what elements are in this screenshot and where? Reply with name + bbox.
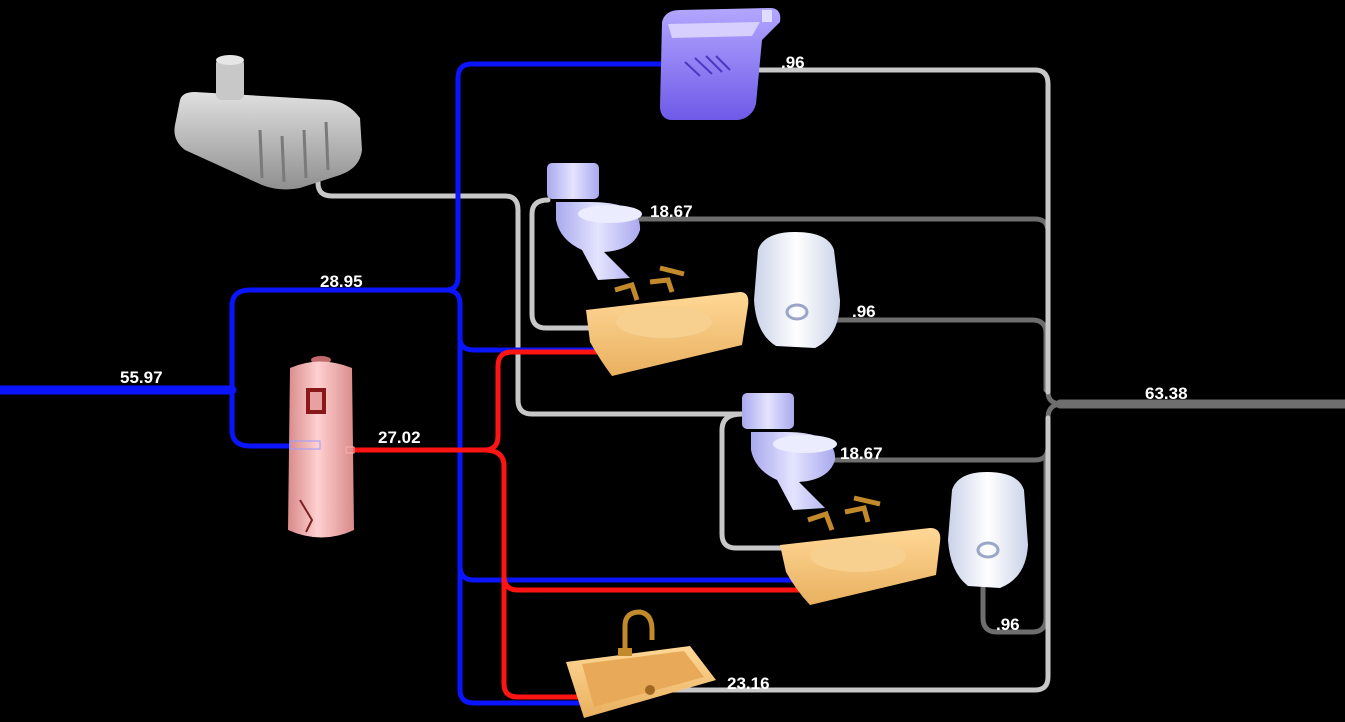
bathroom-sink-icon [780,495,941,605]
urinal-1-flow-label: .96 [852,302,876,321]
waste-pipe-urinal-2 [980,457,1049,635]
cold-pipe-branch [229,61,665,393]
toilet-icon [547,163,642,280]
urinal-icon [754,232,840,348]
rainwater-toilet-1-pipe [529,197,628,331]
toilet-1-flow-label: 18.67 [650,202,693,221]
urinal-2-flow-label: .96 [996,615,1020,634]
cold-pipe-kitchen [457,563,591,706]
drain-total-label: 63.38 [1145,384,1188,403]
cold-branch-label: 28.95 [320,272,363,291]
water-heater-icon [288,356,355,538]
toilet-2-flow-label: 18.67 [840,444,883,463]
hot-pipe-bath-sink-2 [481,447,813,593]
fountain-waste-pipe [745,67,1051,395]
kitchen-sink-icon [566,609,716,718]
supply-total-label: 55.97 [120,368,163,387]
urinal-icon [948,472,1028,588]
rainwater-toilet-2-pipe [719,411,803,551]
fountain-flow-label: .96 [781,53,805,72]
kitchen-waste-pipe [652,415,1051,693]
bathroom-sink-icon [586,265,749,376]
rainwater-cistern-icon [174,55,362,190]
drinking-fountain-icon [660,8,781,120]
hot-pipe-kitchen [501,573,593,700]
hot-branch-label: 27.02 [378,428,421,447]
rainwater-supply-pipe [315,172,745,417]
cold-pipe-bath-sink-1 [443,287,609,353]
toilet-icon [742,393,837,510]
cold-pipe-heater [229,387,323,449]
waste-pipe-urinal-1 [802,317,1049,393]
kitchen-flow-label: 23.16 [727,674,770,693]
